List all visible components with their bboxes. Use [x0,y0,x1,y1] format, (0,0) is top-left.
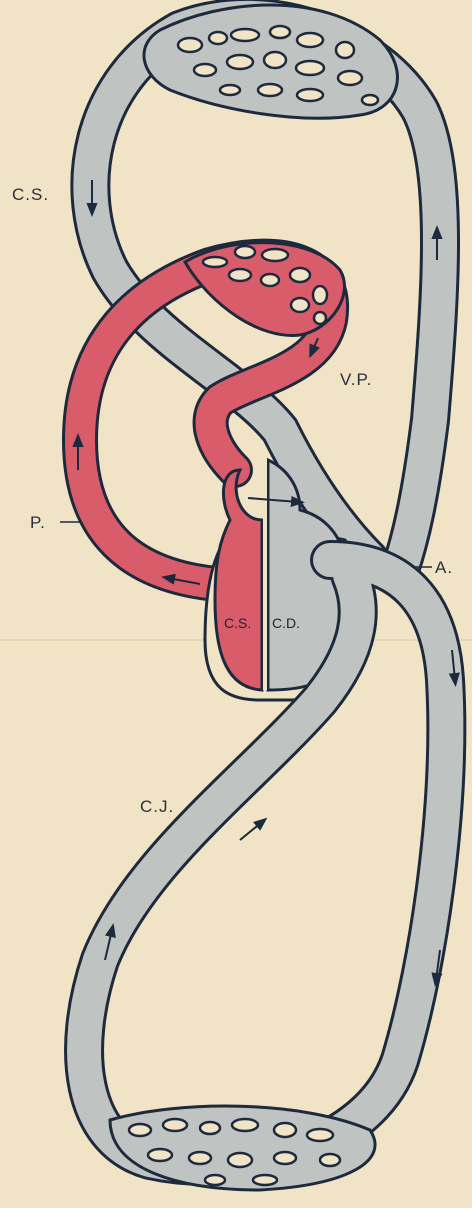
label-cj: C.J. [140,797,174,816]
flow-arrow-return [240,822,262,840]
label-heart-right: C.D. [272,615,300,631]
label-p: P. [30,513,46,532]
label-cs-top: C.S. [12,185,49,204]
left-heart-chamber [215,470,262,690]
label-vp: V.P. [340,370,372,389]
label-a: A. [435,558,453,577]
label-heart-left: C.S. [224,615,251,631]
